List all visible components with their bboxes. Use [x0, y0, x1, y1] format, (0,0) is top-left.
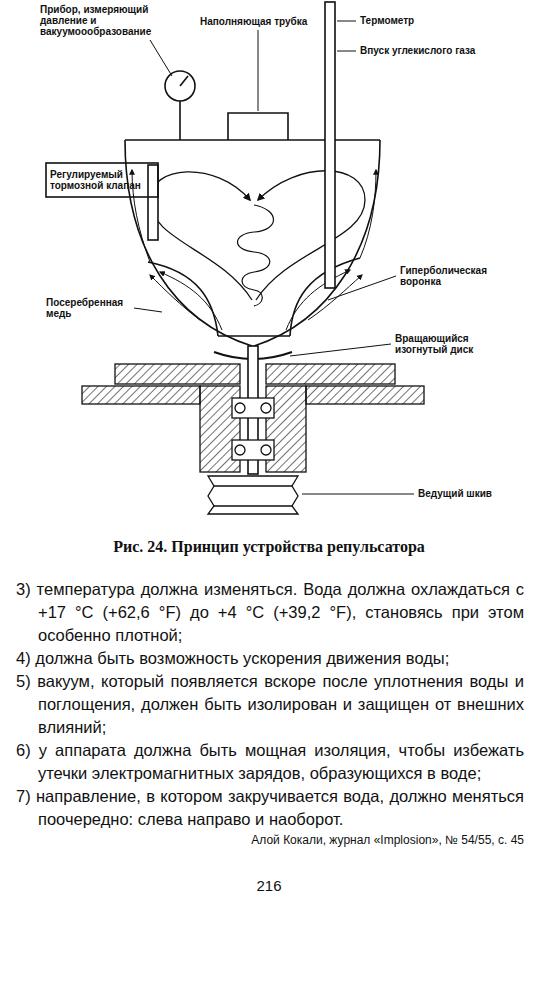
part-label: Впуск углекислого газа — [360, 45, 510, 56]
figure-caption: Рис. 24. Принцип устройства репульсатора — [0, 538, 538, 556]
page-number: 216 — [0, 877, 538, 894]
part-label: Прибор, измеряющий давление и вакуумоооб… — [40, 4, 160, 37]
list-item: 5) вакуум, который появляется вскоре пос… — [16, 670, 524, 739]
part-label: Ведущий шкив — [418, 488, 528, 499]
leader-lines — [134, 21, 414, 494]
part-label: Вращающийся изогнутый диск — [395, 333, 520, 355]
list-item: 3) температура должна изменяться. Вода д… — [16, 578, 524, 647]
base-housing — [82, 364, 424, 514]
part-label: Посеребренная медь — [46, 297, 132, 319]
part-label: Регулируемый тормозной клапан — [50, 169, 146, 191]
list-item: 4) должна быть возможность ускорения дви… — [16, 647, 524, 670]
part-label: Гиперболическая воронка — [400, 265, 520, 287]
source-note: Алой Кокали, журнал «Implosion», № 54/55… — [16, 833, 524, 847]
part-label: Термометр — [360, 15, 480, 26]
part-label: Наполняющая трубка — [200, 16, 320, 27]
list-item: 7) направление, в котором закручивается … — [16, 785, 524, 831]
list-item: 6) у аппарата должна быть мощная изоляци… — [16, 739, 524, 785]
